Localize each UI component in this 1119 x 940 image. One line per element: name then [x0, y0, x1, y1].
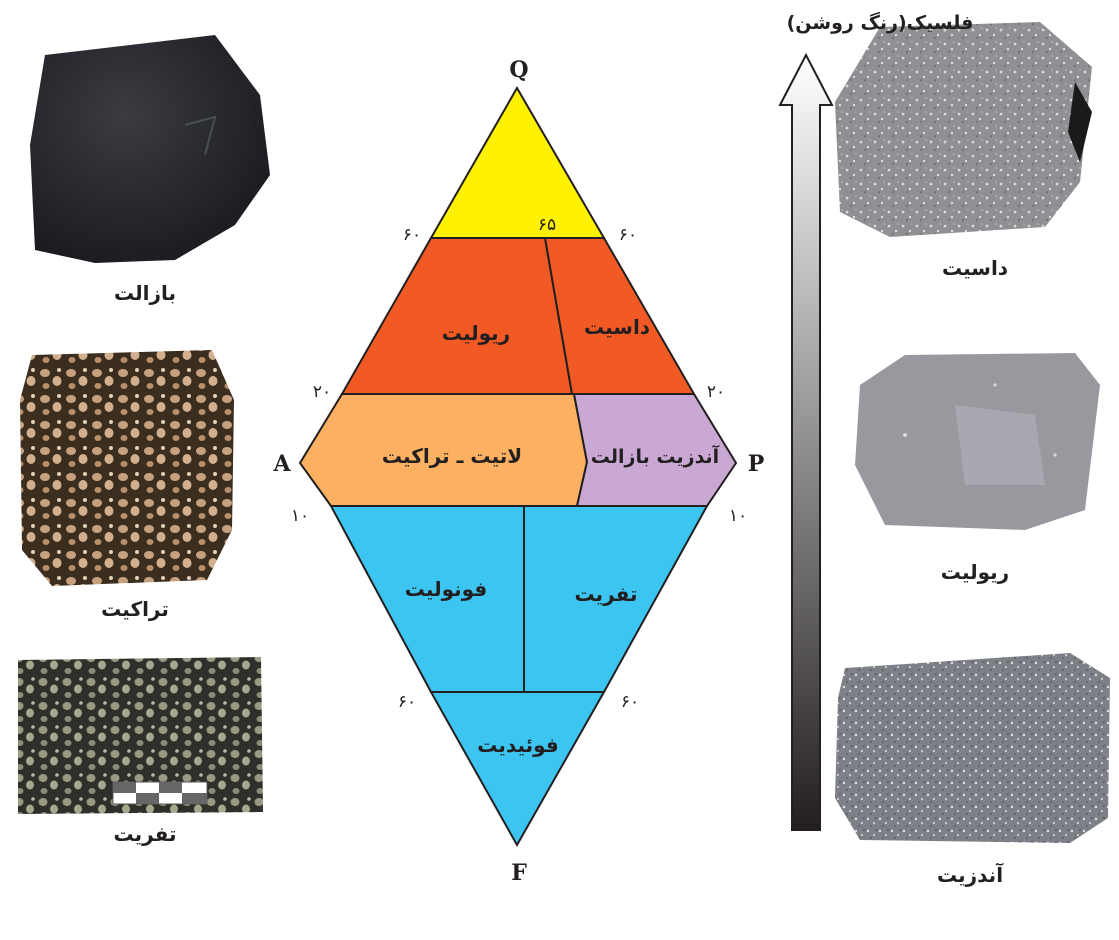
latite-trachyte-field-label: لاتیت ـ تراکیت [382, 444, 522, 468]
tick-mid-right: ۲۰ [707, 382, 725, 402]
tick-low-left: ۱۰ [291, 506, 309, 526]
tick-upper-inner: ۶۵ [538, 215, 556, 235]
quartzolite-field [431, 88, 604, 238]
phonolite-field-label: فونولیت [405, 577, 488, 601]
tick-low-right: ۱۰ [729, 506, 747, 526]
vertex-q-label: Q [509, 57, 528, 83]
dacite-field-label: داسیت [584, 315, 650, 339]
andesite-basalt-field-label: آندزیت بازالت [591, 444, 720, 468]
vertex-a-label: A [272, 451, 291, 477]
vertex-p-label: P [748, 451, 765, 477]
vertex-f-label: F [511, 860, 527, 886]
rhyolite-field-label: ریولیت [442, 321, 510, 345]
tick-upper-left: ۶۰ [403, 225, 421, 245]
foidite-field-label: فوئیدیت [477, 733, 559, 757]
rhyolite-field [342, 238, 572, 394]
tick-upper-right: ۶۰ [619, 225, 637, 245]
tick-mid-left: ۲۰ [313, 382, 331, 402]
tephrite-field-label: تفریت [574, 582, 637, 606]
tick-bottom-left: ۶۰ [398, 692, 416, 712]
tick-bottom-right: ۶۰ [621, 692, 639, 712]
foidite-field [431, 692, 604, 845]
